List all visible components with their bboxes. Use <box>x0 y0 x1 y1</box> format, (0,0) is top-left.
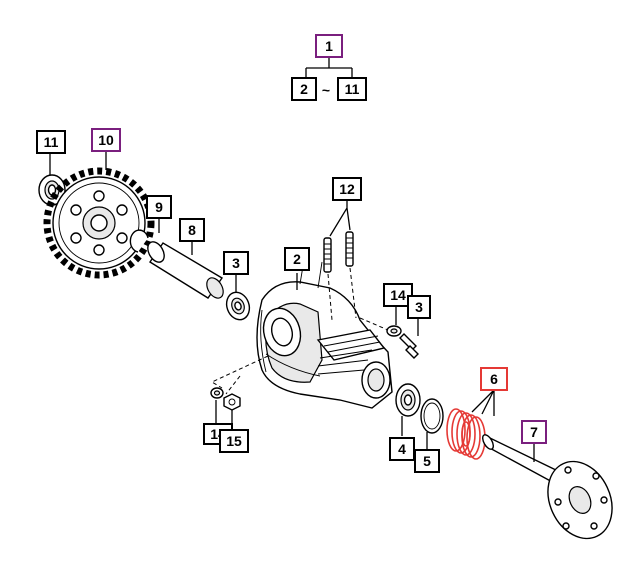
callout-2-range-start-label: 2 <box>300 81 308 97</box>
part-4-bearing[interactable] <box>395 383 421 417</box>
callout-11-range-end-label: 11 <box>345 81 360 97</box>
callout-11[interactable]: 11 <box>36 130 66 154</box>
part-10-gear[interactable] <box>43 167 155 279</box>
part-3-bolt-upper[interactable] <box>399 333 419 359</box>
callout-12-label: 12 <box>339 181 355 197</box>
callout-10[interactable]: 10 <box>91 128 121 152</box>
part-8-shaft[interactable] <box>144 239 226 301</box>
callout-7[interactable]: 7 <box>521 420 547 444</box>
callout-2-range-start[interactable]: 2 <box>291 77 317 101</box>
callout-5[interactable]: 5 <box>414 449 440 473</box>
part-2-housing[interactable] <box>256 259 393 409</box>
callout-11-range-end[interactable]: 11 <box>337 77 367 101</box>
callout-5-label: 5 <box>423 453 431 469</box>
callout-9[interactable]: 9 <box>146 195 172 219</box>
part-14-washer-lower[interactable] <box>210 387 224 399</box>
callout-9-label: 9 <box>155 199 163 215</box>
part-3-bearing[interactable] <box>223 289 253 323</box>
callout-4[interactable]: 4 <box>389 437 415 461</box>
assembly-range-header: 1 2 ~ 11 <box>291 34 367 101</box>
part-12-studs[interactable] <box>323 231 354 273</box>
callout-8[interactable]: 8 <box>179 218 205 242</box>
part-15-nut[interactable] <box>223 393 241 411</box>
part-6-spring-selected[interactable] <box>446 408 486 460</box>
callout-1[interactable]: 1 <box>315 34 343 58</box>
callout-4-label: 4 <box>398 441 406 457</box>
part-7-axle-shaft[interactable] <box>481 433 625 549</box>
part-5-ring[interactable] <box>420 398 444 434</box>
callout-8-label: 8 <box>188 222 196 238</box>
callout-12[interactable]: 12 <box>332 177 362 201</box>
part-14-washer-upper[interactable] <box>386 325 402 337</box>
callout-10-label: 10 <box>98 132 114 148</box>
callout-15[interactable]: 15 <box>219 429 249 453</box>
callout-3-label: 3 <box>232 255 240 271</box>
callout-3[interactable]: 3 <box>223 251 249 275</box>
callout-14-label: 14 <box>390 287 406 303</box>
callout-11-label: 11 <box>44 134 59 150</box>
callout-6-label: 6 <box>490 371 498 387</box>
callout-2[interactable]: 2 <box>284 247 310 271</box>
callout-7-label: 7 <box>530 424 538 440</box>
part-9-snap-ring[interactable] <box>129 229 149 253</box>
callout-1-label: 1 <box>325 38 333 54</box>
range-tilde: ~ <box>322 82 330 98</box>
callout-3-upper-bolt[interactable]: 3 <box>407 295 431 319</box>
callout-3-upper-bolt-label: 3 <box>415 299 423 315</box>
callout-2-label: 2 <box>293 251 301 267</box>
callout-6[interactable]: 6 <box>480 367 508 391</box>
callout-15-label: 15 <box>226 433 242 449</box>
